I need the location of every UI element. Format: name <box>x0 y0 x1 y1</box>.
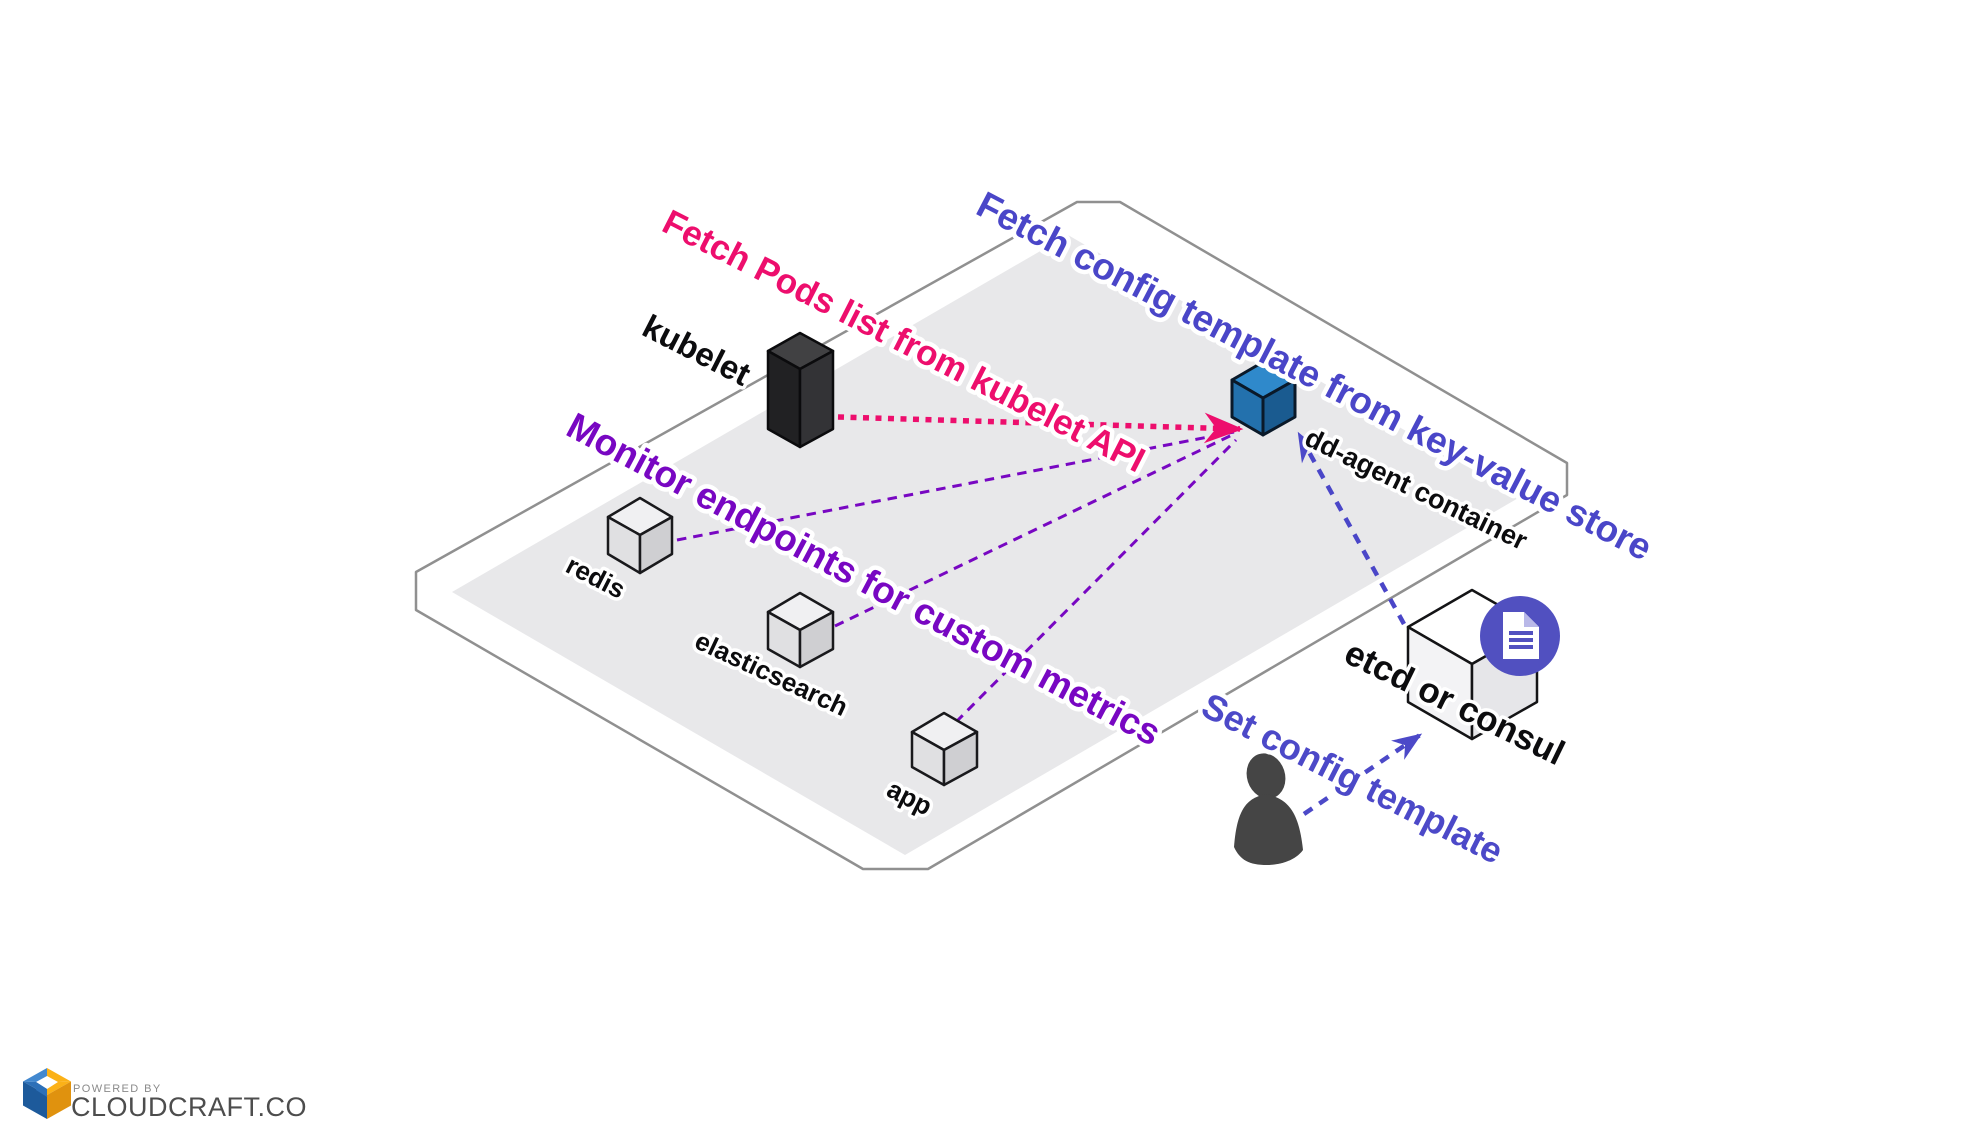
kubelet-left-face <box>766 349 802 449</box>
elasticsearch-node <box>766 591 835 669</box>
cloudcraft-logo <box>23 1068 71 1119</box>
monitor-line-elasticsearch <box>834 432 1235 628</box>
app-node <box>910 711 979 787</box>
person-icon <box>1234 753 1303 865</box>
kubelet-label: kubelet <box>637 307 757 392</box>
dd-agent-right-face <box>1261 378 1297 437</box>
brand-label: CLOUDCRAFT.CO <box>71 1092 307 1122</box>
kubelet-right-face <box>798 349 835 449</box>
dd-agent-node <box>1230 360 1297 437</box>
kubelet-node <box>766 331 835 449</box>
document-icon <box>1503 612 1539 659</box>
elasticsearch-right-face <box>798 610 835 669</box>
redis-right-face <box>638 515 674 575</box>
set-config-line <box>1302 733 1423 816</box>
monitor-line-redis <box>676 430 1235 542</box>
fetch-pods-line <box>837 412 1244 444</box>
platform-outline <box>414 200 1569 871</box>
monitor-line-app <box>954 438 1238 724</box>
document-badge <box>1480 596 1560 676</box>
redis-node <box>606 496 674 575</box>
monitor-lines <box>676 430 1238 724</box>
powered-by-label: POWERED BY <box>73 1083 162 1095</box>
app-right-face <box>942 730 979 787</box>
